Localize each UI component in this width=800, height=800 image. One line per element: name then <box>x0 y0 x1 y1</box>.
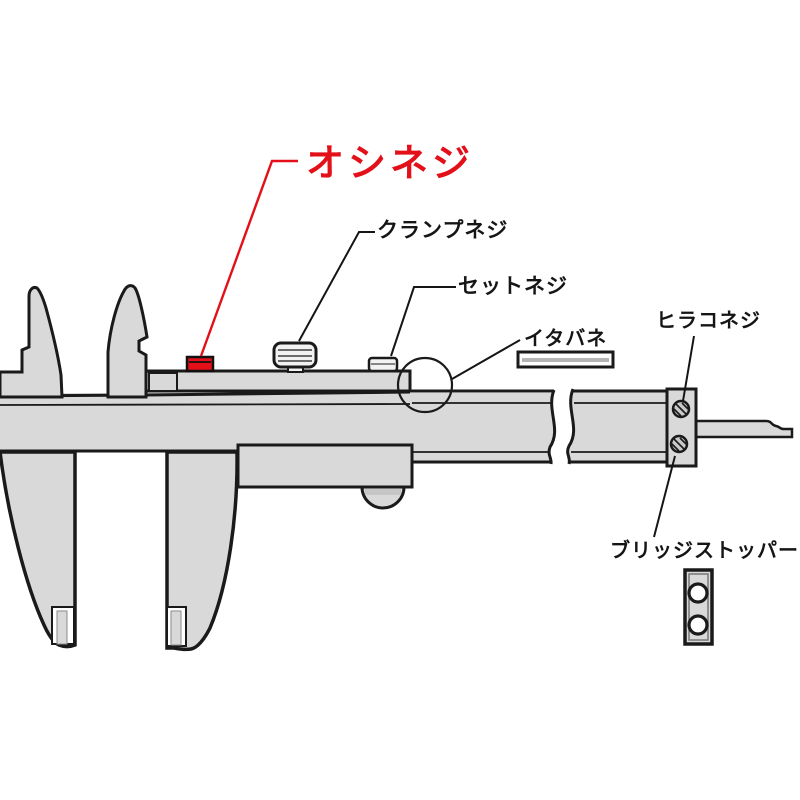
slider-upper-jaw <box>106 284 149 399</box>
depth-rod <box>694 419 794 439</box>
slider-upper-plate <box>144 369 412 393</box>
thumb-rest <box>360 485 406 510</box>
clamp-screw <box>272 341 318 373</box>
bridge-stopper-hole-bottom <box>687 614 709 636</box>
beam-break-right-squiggle <box>566 388 576 465</box>
slider-plate-end-block <box>148 372 178 392</box>
beam-end-cap <box>665 387 698 468</box>
set-leader-line <box>390 286 456 357</box>
label-hirakoneji: ヒラコネジ <box>656 308 761 332</box>
label-bridge-stopper: ブリッジストッパー <box>610 538 799 562</box>
hirako-leader-line <box>682 335 695 402</box>
slider-lower-plate <box>236 443 414 489</box>
beam-right-body <box>567 391 667 462</box>
set-screw <box>367 356 399 373</box>
label-clamp-screw: クランプネジ <box>377 218 509 242</box>
slider-jaw-tip-strip <box>170 610 182 646</box>
clamp-leader-line <box>298 231 375 342</box>
detail-highlight-circle <box>396 356 454 414</box>
hirakoneji-screw <box>671 399 691 419</box>
itabane-leader-line <box>451 339 521 380</box>
oshineji-leader-line <box>199 159 298 357</box>
fixed-jaw-tip-strip <box>56 610 68 645</box>
label-itabane: イタバネ <box>524 326 608 350</box>
beam-break-left-squiggle <box>547 389 557 465</box>
fixed-upper-jaw <box>0 286 64 399</box>
slider-lower-jaw <box>165 450 239 652</box>
beam-top-inner-line <box>0 402 667 406</box>
label-oshineji: オシネジ <box>306 141 475 185</box>
label-set-screw: セットネジ <box>458 274 568 298</box>
itabane-plate-part <box>516 350 615 369</box>
bridge-stopper-hole-top <box>687 582 709 604</box>
bridge-leader-line <box>653 455 676 538</box>
oshineji-screw <box>185 355 215 373</box>
fixed-lower-jaw <box>0 450 77 649</box>
bridge-stopper-screw <box>669 434 689 454</box>
bridge-stopper-part <box>683 568 714 646</box>
